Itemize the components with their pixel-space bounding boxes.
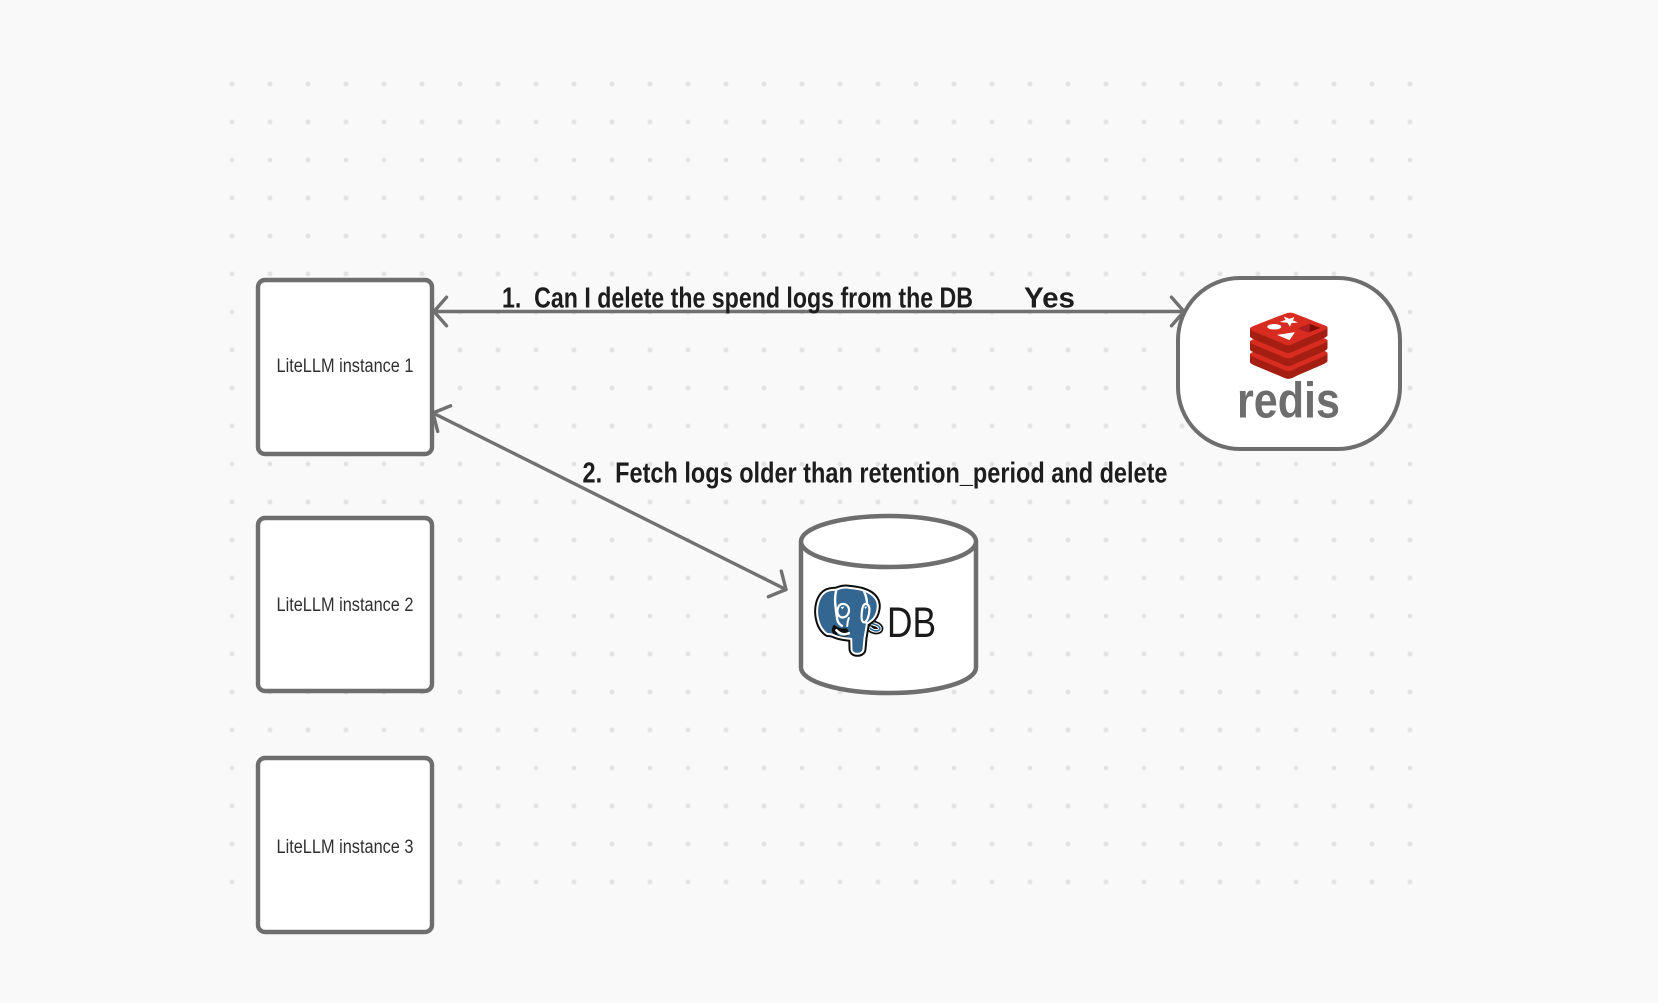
svg-text:DB: DB: [887, 599, 936, 647]
svg-text:2. Fetch logs older than rete: 2. Fetch logs older than retention_perio…: [583, 458, 1168, 490]
svg-text:redis: redis: [1237, 373, 1340, 429]
svg-text:Yes: Yes: [1024, 283, 1075, 315]
svg-text:1. Can I delete the spend log: 1. Can I delete the spend logs from the …: [502, 283, 973, 315]
svg-text:LiteLLM instance 2: LiteLLM instance 2: [277, 595, 414, 616]
svg-text:LiteLLM instance 3: LiteLLM instance 3: [277, 837, 414, 858]
svg-text:LiteLLM instance 1: LiteLLM instance 1: [277, 356, 414, 377]
